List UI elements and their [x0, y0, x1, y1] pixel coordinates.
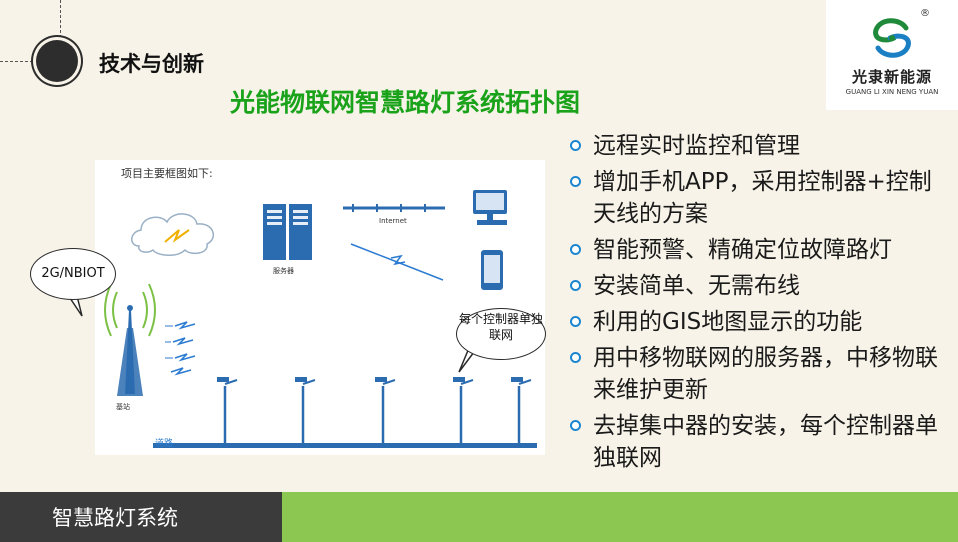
footer-bar: 智慧路灯系统 [0, 492, 282, 542]
street-light-icon [375, 377, 396, 444]
phone-icon [481, 250, 503, 290]
signal-icon [165, 321, 196, 376]
feature-text: 增加手机APP，采用控制器+控制天线的方案 [593, 169, 932, 227]
feature-item: 去掉集中器的安装，每个控制器单独联网 [570, 410, 940, 474]
feature-text: 远程实时监控和管理 [593, 133, 800, 159]
logo-subtitle: GUANG LI XIN NENG YUAN [845, 88, 939, 96]
feature-list: 远程实时监控和管理 增加手机APP，采用控制器+控制天线的方案 智能预警、精确定… [570, 130, 940, 478]
feature-item: 智能预警、精确定位故障路灯 [570, 234, 940, 266]
bullet-icon [570, 176, 581, 187]
topology-graphic [104, 190, 537, 448]
bullet-icon [570, 420, 581, 431]
bullet-icon [570, 280, 581, 291]
wireless-link-icon [350, 243, 444, 281]
road-label: 道路 [155, 439, 174, 449]
feature-item: 安装简单、无需布线 [570, 270, 940, 302]
diagram-caption: 项目主要框图如下: [121, 167, 213, 180]
section-marker-circle [36, 40, 78, 82]
street-light-icon [295, 377, 316, 444]
topology-diagram: 项目主要框图如下: 服务器 Internet 基站 道路 [95, 160, 545, 455]
street-light-icon [453, 377, 474, 444]
feature-item: 增加手机APP，采用控制器+控制天线的方案 [570, 166, 940, 230]
monitor-icon [473, 190, 507, 225]
feature-text: 智能预警、精确定位故障路灯 [593, 237, 892, 263]
controller-callout: 每个控制器单独联网 [456, 308, 546, 360]
bullet-icon [570, 316, 581, 327]
base-station-label: 基站 [116, 403, 130, 411]
bullet-icon [570, 140, 581, 151]
street-light-icon [217, 377, 238, 444]
section-title: 技术与创新 [99, 52, 204, 76]
feature-text: 利用的GIS地图显示的功能 [593, 309, 863, 335]
internet-bus-icon [343, 204, 445, 212]
server-label: 服务器 [273, 267, 294, 275]
page-title: 光能物联网智慧路灯系统拓扑图 [230, 88, 581, 117]
registered-mark: ® [920, 8, 930, 19]
feature-text: 去掉集中器的安装，每个控制器单独联网 [593, 413, 938, 471]
road-line [153, 443, 537, 448]
decorative-horizontal-dashed-line [0, 61, 48, 62]
server-icon [263, 204, 312, 260]
street-light-icon [511, 377, 532, 444]
feature-text: 用中移物联网的服务器，中移物联来维护更新 [593, 345, 938, 403]
company-logo: ® 光隶新能源 GUANG LI XIN NENG YUAN [826, 0, 958, 110]
bullet-icon [570, 352, 581, 363]
network-callout: 2G/NBIOT [30, 248, 116, 300]
internet-label: Internet [379, 217, 407, 225]
feature-item: 利用的GIS地图显示的功能 [570, 306, 940, 338]
decorative-vertical-dashed-line [60, 0, 61, 48]
base-station-icon [104, 283, 156, 396]
cloud-icon [131, 213, 215, 256]
feature-text: 安装简单、无需布线 [593, 273, 800, 299]
logo-mark-icon [873, 18, 911, 58]
feature-item: 用中移物联网的服务器，中移物联来维护更新 [570, 342, 940, 406]
logo-name: 光隶新能源 [851, 68, 932, 86]
footer-label: 智慧路灯系统 [52, 506, 178, 530]
feature-item: 远程实时监控和管理 [570, 130, 940, 162]
footer-accent-bar [282, 492, 958, 542]
bullet-icon [570, 244, 581, 255]
